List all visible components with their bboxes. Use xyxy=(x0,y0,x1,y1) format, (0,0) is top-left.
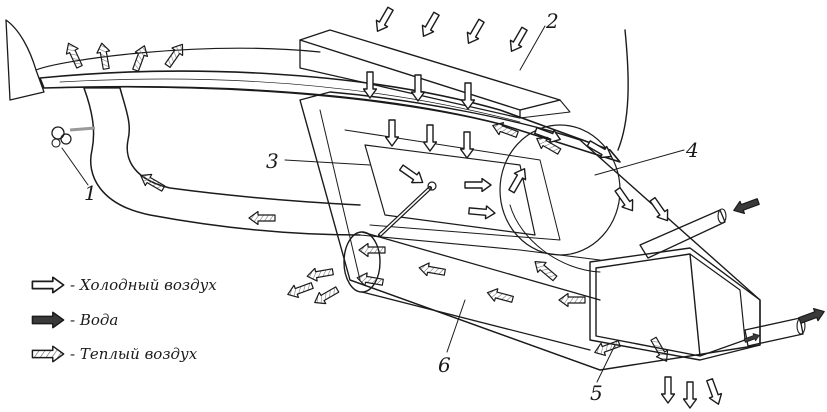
label-4: 4 xyxy=(685,138,699,162)
inner-duct-window xyxy=(344,129,561,241)
water-outlet-pipe xyxy=(744,317,806,347)
control-lever xyxy=(378,181,437,237)
label-3: 3 xyxy=(266,149,279,173)
legend-cold-air: - Холодный воздух xyxy=(70,276,217,294)
upper-defroster-duct xyxy=(39,70,621,163)
warm-air-arrows xyxy=(31,39,673,366)
water-inlet-pipe xyxy=(639,208,727,259)
label-6: 6 xyxy=(438,353,451,377)
radiator-core xyxy=(589,247,761,361)
air-intake-box xyxy=(299,29,571,119)
leader-lines xyxy=(61,25,685,383)
legend-warm-air: - Теплый воздух xyxy=(70,345,198,363)
label-1: 1 xyxy=(84,181,97,205)
legend-water: - Вода xyxy=(70,311,118,329)
blower-motor xyxy=(51,126,96,148)
label-5: 5 xyxy=(590,381,603,405)
label-2: 2 xyxy=(545,9,559,33)
lower-outlet-duct xyxy=(343,231,601,351)
legend: - Холодный воздух - Вода - Теплый воздух xyxy=(70,276,217,363)
